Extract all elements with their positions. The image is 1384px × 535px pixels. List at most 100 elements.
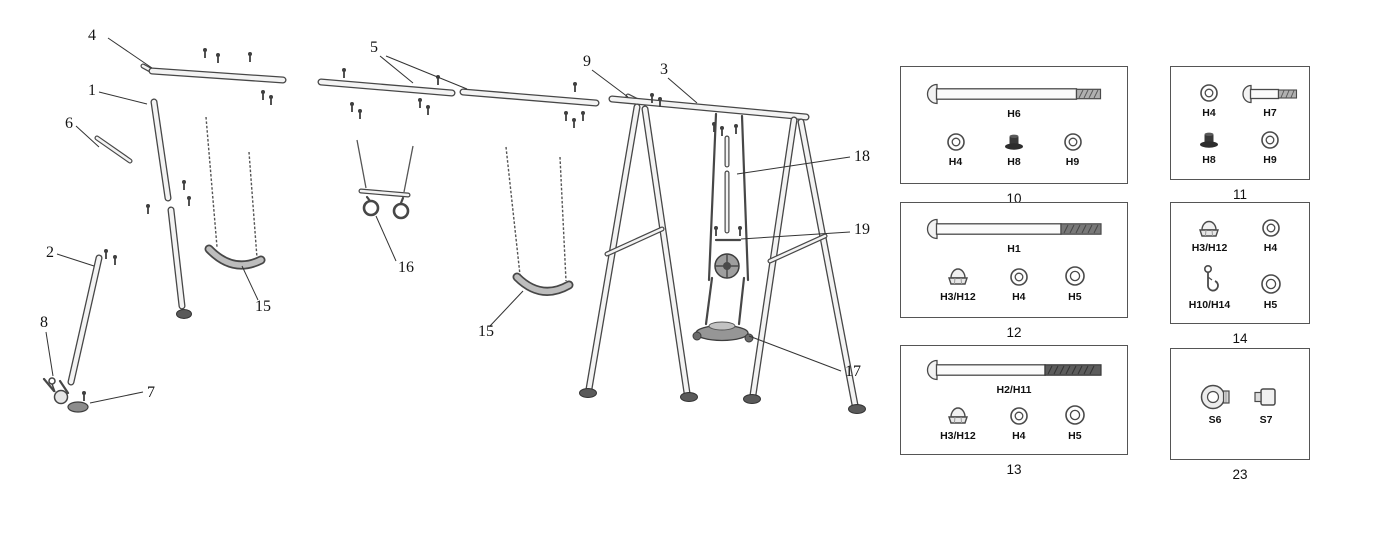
hardware-item: H3/H12 xyxy=(940,263,976,303)
square-plug-icon xyxy=(1254,388,1276,406)
box-number: 12 xyxy=(1006,325,1022,340)
box-number: 14 xyxy=(1232,331,1248,346)
callout-15-right: 15 xyxy=(478,323,494,340)
hardware-label: H2/H11 xyxy=(996,384,1032,396)
hardware-label: S7 xyxy=(1259,414,1273,426)
callout-6: 6 xyxy=(65,115,73,132)
hardware-item: H2/H11 xyxy=(909,358,1119,396)
acorn-nut-icon xyxy=(947,407,968,424)
box-number: 13 xyxy=(1006,462,1022,477)
washer-icon xyxy=(1009,407,1028,425)
hardware-label: H9 xyxy=(1065,155,1080,168)
leader-line xyxy=(740,231,851,240)
hardware-item: S6 xyxy=(1199,382,1231,426)
callout-5: 5 xyxy=(370,39,378,56)
carriage-bolt-icon xyxy=(926,359,1102,381)
leader-line xyxy=(375,215,397,262)
leg-foot xyxy=(680,392,698,402)
callout-19: 19 xyxy=(854,221,870,238)
hardware-label: S6 xyxy=(1208,414,1222,426)
hardware-label: H3/H12 xyxy=(940,291,976,303)
hardware-label: H4 xyxy=(1012,291,1026,303)
hardware-label: H3/H12 xyxy=(1191,241,1228,254)
hardware-box-12: H1 H3/H12 H4 xyxy=(900,202,1128,318)
trapeze-rings xyxy=(356,139,414,220)
box-number: 11 xyxy=(1232,187,1247,202)
leader-line xyxy=(385,55,468,90)
swing-seat-middle xyxy=(505,146,574,296)
swing-set-assembly-diagram: 4 1 6 2 8 7 5 15 16 15 9 3 18 19 17 xyxy=(40,27,870,414)
hardware-label: H5 xyxy=(1263,298,1278,311)
leader-line xyxy=(591,69,629,98)
hardware-item: S7 xyxy=(1251,382,1281,426)
leader-line xyxy=(667,77,698,104)
washer-icon xyxy=(1065,405,1085,425)
hardware-item: H5 xyxy=(1062,263,1088,303)
hardware-item: H3/H12 xyxy=(1191,216,1228,254)
acorn-nut-icon xyxy=(947,268,968,285)
exploded-left-frame xyxy=(42,63,287,413)
hardware-label: H9 xyxy=(1263,153,1277,166)
hardware-group-23: S6 S7 23 xyxy=(1170,348,1310,482)
hardware-item: H9 xyxy=(1258,128,1282,166)
hardware-label: H4 xyxy=(1263,241,1278,254)
hardware-group-10: H6 H4 H8 xyxy=(900,66,1128,206)
hardware-item: H8 xyxy=(1002,130,1026,168)
ground-anchor xyxy=(42,377,89,413)
trapeze-ring xyxy=(392,202,410,220)
washer-icon xyxy=(1009,268,1028,286)
carriage-bolt-icon xyxy=(926,218,1102,240)
swing-seat-left xyxy=(204,116,266,270)
box-number: 23 xyxy=(1232,467,1248,482)
callout-9: 9 xyxy=(583,53,591,70)
anchor-hook xyxy=(48,377,56,393)
washer-icon xyxy=(1261,130,1279,149)
callout-labels: 4 1 6 2 8 7 5 15 16 15 9 3 18 19 17 xyxy=(40,27,870,404)
leader-line xyxy=(89,391,144,404)
washer-icon xyxy=(1200,83,1218,102)
hardware-item: H5 xyxy=(1258,271,1284,311)
carriage-bolt-short-icon xyxy=(1242,84,1298,103)
leader-line xyxy=(241,265,259,301)
hardware-label: H4 xyxy=(1012,430,1026,442)
hardware-box-10: H6 H4 H8 xyxy=(900,66,1128,184)
callout-2: 2 xyxy=(46,244,54,261)
leader-line xyxy=(379,55,414,84)
hardware-label: H5 xyxy=(1068,291,1082,303)
leg-foot xyxy=(579,388,597,398)
hardware-box-23: S6 S7 xyxy=(1170,348,1310,460)
hardware-label: H4 xyxy=(948,155,963,168)
hardware-item: H9 xyxy=(1061,130,1085,168)
beam-sections xyxy=(317,78,600,107)
hardware-label: H7 xyxy=(1263,106,1277,119)
callout-8: 8 xyxy=(40,314,48,331)
carriage-bolt-icon xyxy=(926,84,1102,105)
flange-nut-icon xyxy=(1200,132,1218,148)
leader-line xyxy=(107,37,153,69)
glider-assembly xyxy=(692,112,754,343)
washer-icon xyxy=(1260,273,1281,294)
leg-foot xyxy=(176,309,192,319)
callout-17: 17 xyxy=(845,363,861,380)
flange-nut-icon xyxy=(1005,134,1023,150)
acorn-nut-icon xyxy=(1199,220,1220,237)
hardware-item: H4 xyxy=(944,130,968,168)
leg-foot xyxy=(848,404,866,414)
spring-hook-icon xyxy=(1204,264,1220,291)
hardware-item: H10/H14 xyxy=(1189,263,1230,311)
callout-4: 4 xyxy=(88,27,96,44)
hardware-item: H6 xyxy=(909,82,1119,120)
hardware-box-11: H4 H7 H8 xyxy=(1170,66,1310,180)
right-a-frame xyxy=(579,93,866,414)
washer-icon xyxy=(1261,218,1280,237)
leader-line xyxy=(736,156,851,175)
hardware-item: H1 xyxy=(909,217,1119,255)
hardware-box-14: H3/H12 H4 H10/H14 xyxy=(1170,202,1310,324)
hardware-box-13: H2/H11 H3/H12 H4 xyxy=(900,345,1128,455)
hardware-item: H4 xyxy=(1197,81,1221,119)
hardware-label: H6 xyxy=(1007,108,1021,121)
leader-line xyxy=(56,253,95,267)
hardware-group-12: H1 H3/H12 H4 xyxy=(900,202,1128,340)
washer-icon xyxy=(1065,266,1085,286)
